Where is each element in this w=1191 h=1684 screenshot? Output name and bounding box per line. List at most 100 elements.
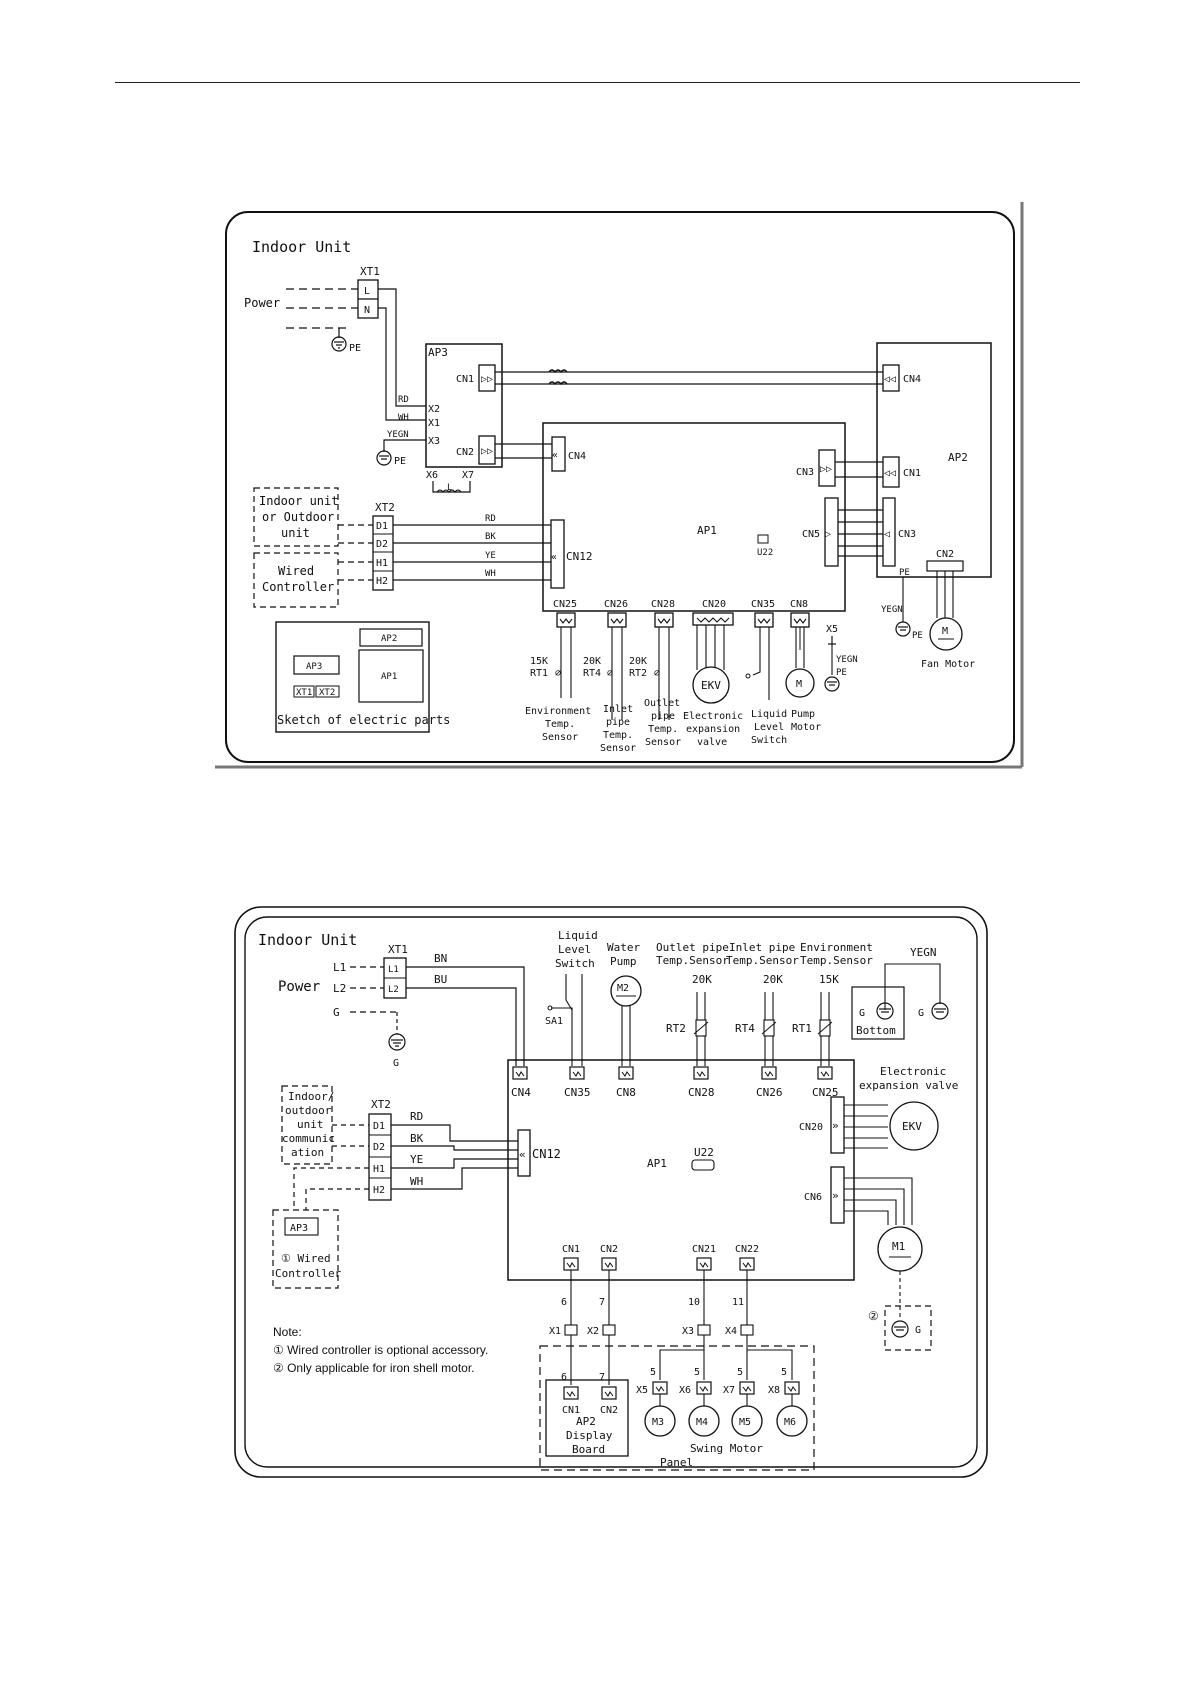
d2-m3-label: M3 xyxy=(652,1417,664,1428)
d2-x8-conn xyxy=(784,1381,800,1395)
d2-x7-conn xyxy=(739,1381,755,1395)
d1-title: Indoor Unit xyxy=(252,238,351,256)
d1-ekv-label: EKV xyxy=(701,679,721,692)
d1-cn35 xyxy=(754,612,774,628)
d1-cn25 xyxy=(556,612,576,628)
d2-m5-label: M5 xyxy=(739,1417,751,1428)
d1-sketch-box xyxy=(275,621,430,733)
d2-wired-controller-box xyxy=(272,1209,339,1289)
d2-x8-label: X8 xyxy=(768,1385,780,1396)
d2-xt1-l1: L1 xyxy=(388,965,399,975)
d2-comm-box-2: outdoor xyxy=(285,1104,332,1117)
d1-env-label-2: Temp. xyxy=(545,719,575,730)
d2-x6-label: X6 xyxy=(679,1385,691,1396)
d2-g-bottom-1: G xyxy=(859,1008,865,1019)
d2-ground-icon-bottom xyxy=(876,1002,894,1020)
d2-swing-motor-label: Swing Motor xyxy=(690,1442,763,1455)
d2-ap2-cn2 xyxy=(601,1386,617,1400)
d2-wired-label-2: Controller xyxy=(275,1267,342,1280)
d2-ap2-board-word: Board xyxy=(572,1443,605,1456)
d2-cn35 xyxy=(569,1066,585,1080)
d2-cn21-label: CN21 xyxy=(692,1244,716,1255)
d2-rt2-label: RT2 xyxy=(666,1022,686,1035)
d2-cn4 xyxy=(512,1066,528,1080)
d2-liquid-label-1: Liquid xyxy=(558,929,598,942)
d2-ap2-display: Display xyxy=(566,1429,613,1442)
d2-ye-label: YE xyxy=(410,1153,423,1166)
d1-fan-motor-icon xyxy=(929,617,963,651)
d2-ekv-icon xyxy=(889,1101,939,1151)
d1-fan-motor-label: Fan Motor xyxy=(921,659,975,670)
d1-h1-term: H1 xyxy=(376,558,388,569)
d1-u22-label: U22 xyxy=(757,548,773,558)
d1-liquid-label-2: Level xyxy=(754,722,784,733)
d2-wire-5b: 5 xyxy=(694,1367,700,1378)
svg-text:«: « xyxy=(551,552,557,563)
d2-x6-conn xyxy=(696,1381,712,1395)
d1-env-label-1: Environment xyxy=(525,706,591,717)
d2-ekv-desc-2: expansion valve xyxy=(859,1079,958,1092)
d2-u22-label: U22 xyxy=(694,1146,714,1159)
d2-comm-box-5: ation xyxy=(291,1146,324,1159)
d2-rt4-label: RT4 xyxy=(735,1022,755,1035)
d2-comm-box-4: communic xyxy=(282,1132,335,1145)
d2-h2-term: H2 xyxy=(373,1185,385,1196)
d2-ap2-display-board xyxy=(545,1379,629,1457)
d2-xt1-l2: L2 xyxy=(388,985,399,995)
d1-x7-label: X7 xyxy=(462,470,474,481)
d1-ekv-desc-3: valve xyxy=(697,737,727,748)
d2-x3-label: X3 xyxy=(682,1326,694,1337)
d2-m1-label: M1 xyxy=(892,1240,905,1253)
d2-cn12-label: CN12 xyxy=(532,1147,561,1161)
d1-sketch-caption: Sketch of electric parts xyxy=(277,713,450,727)
d2-wire-6b: 6 xyxy=(561,1372,567,1383)
d1-pe-label: PE xyxy=(349,343,361,354)
d1-ye-wire-label: YE xyxy=(485,551,496,561)
d1-outdoor-box-line3: unit xyxy=(281,526,310,540)
d2-m2-label: M2 xyxy=(617,983,629,994)
d1-l-label: L xyxy=(447,483,452,493)
d2-m5-motor-icon xyxy=(731,1405,763,1437)
d1-ap1-cn12: CN12 xyxy=(566,550,593,563)
d1-ap2-board xyxy=(876,342,992,578)
svg-text:◁◁: ◁◁ xyxy=(884,468,896,479)
d1-ap1-cn5: CN5 xyxy=(802,529,820,540)
d1-wh-wire-label: WH xyxy=(485,569,496,579)
d2-h1-term: H1 xyxy=(373,1164,385,1175)
d1-ap2-yegn: YEGN xyxy=(881,605,903,615)
d1-ap1-board xyxy=(542,422,846,612)
d1-xt1-label: XT1 xyxy=(360,265,380,278)
d2-cn26-label: CN26 xyxy=(756,1086,783,1099)
d1-pe-label-2: PE xyxy=(394,456,406,467)
d1-pump-label-2: Motor xyxy=(791,722,821,733)
d2-panel-label: Panel xyxy=(660,1456,693,1469)
d2-inlet-label-2: Temp.Sensor xyxy=(726,954,799,967)
d2-bu-label: BU xyxy=(434,973,447,986)
svg-text:▷▷: ▷▷ xyxy=(481,374,493,385)
d2-ap2-cn1-label: CN1 xyxy=(562,1405,580,1416)
d2-cn2 xyxy=(601,1257,617,1271)
d2-x7-label: X7 xyxy=(723,1385,735,1396)
d2-note-title: Note: xyxy=(273,1325,302,1339)
d2-env-label-1: Environment xyxy=(800,941,873,954)
d1-rt2-label: RT2 xyxy=(629,668,647,679)
d1-cn28 xyxy=(654,612,674,628)
d2-water-pump-icon xyxy=(610,975,642,1007)
svg-text:◁◁: ◁◁ xyxy=(884,374,896,385)
d1-rt1-label: RT1 xyxy=(530,668,548,679)
d1-rt2-value: 20K xyxy=(629,656,647,667)
d1-xt1-n: N xyxy=(364,305,370,316)
d2-wired-label-1: ① Wired xyxy=(281,1252,331,1265)
d2-ground-icon-motor xyxy=(891,1320,909,1338)
d1-outlet-label-4: Sensor xyxy=(645,737,681,748)
d2-ekv-label: EKV xyxy=(902,1120,922,1133)
d1-inlet-label-2: pipe xyxy=(606,717,630,728)
d1-ekv-icon xyxy=(692,666,730,704)
d2-ground-icon xyxy=(388,1033,406,1051)
d1-outlet-label-1: Outlet xyxy=(644,698,680,709)
d1-power-label: Power xyxy=(244,296,280,310)
d2-wire-5a: 5 xyxy=(650,1367,656,1378)
d1-ekv-desc-1: Electronic xyxy=(683,711,743,722)
d2-cn25 xyxy=(817,1066,833,1080)
